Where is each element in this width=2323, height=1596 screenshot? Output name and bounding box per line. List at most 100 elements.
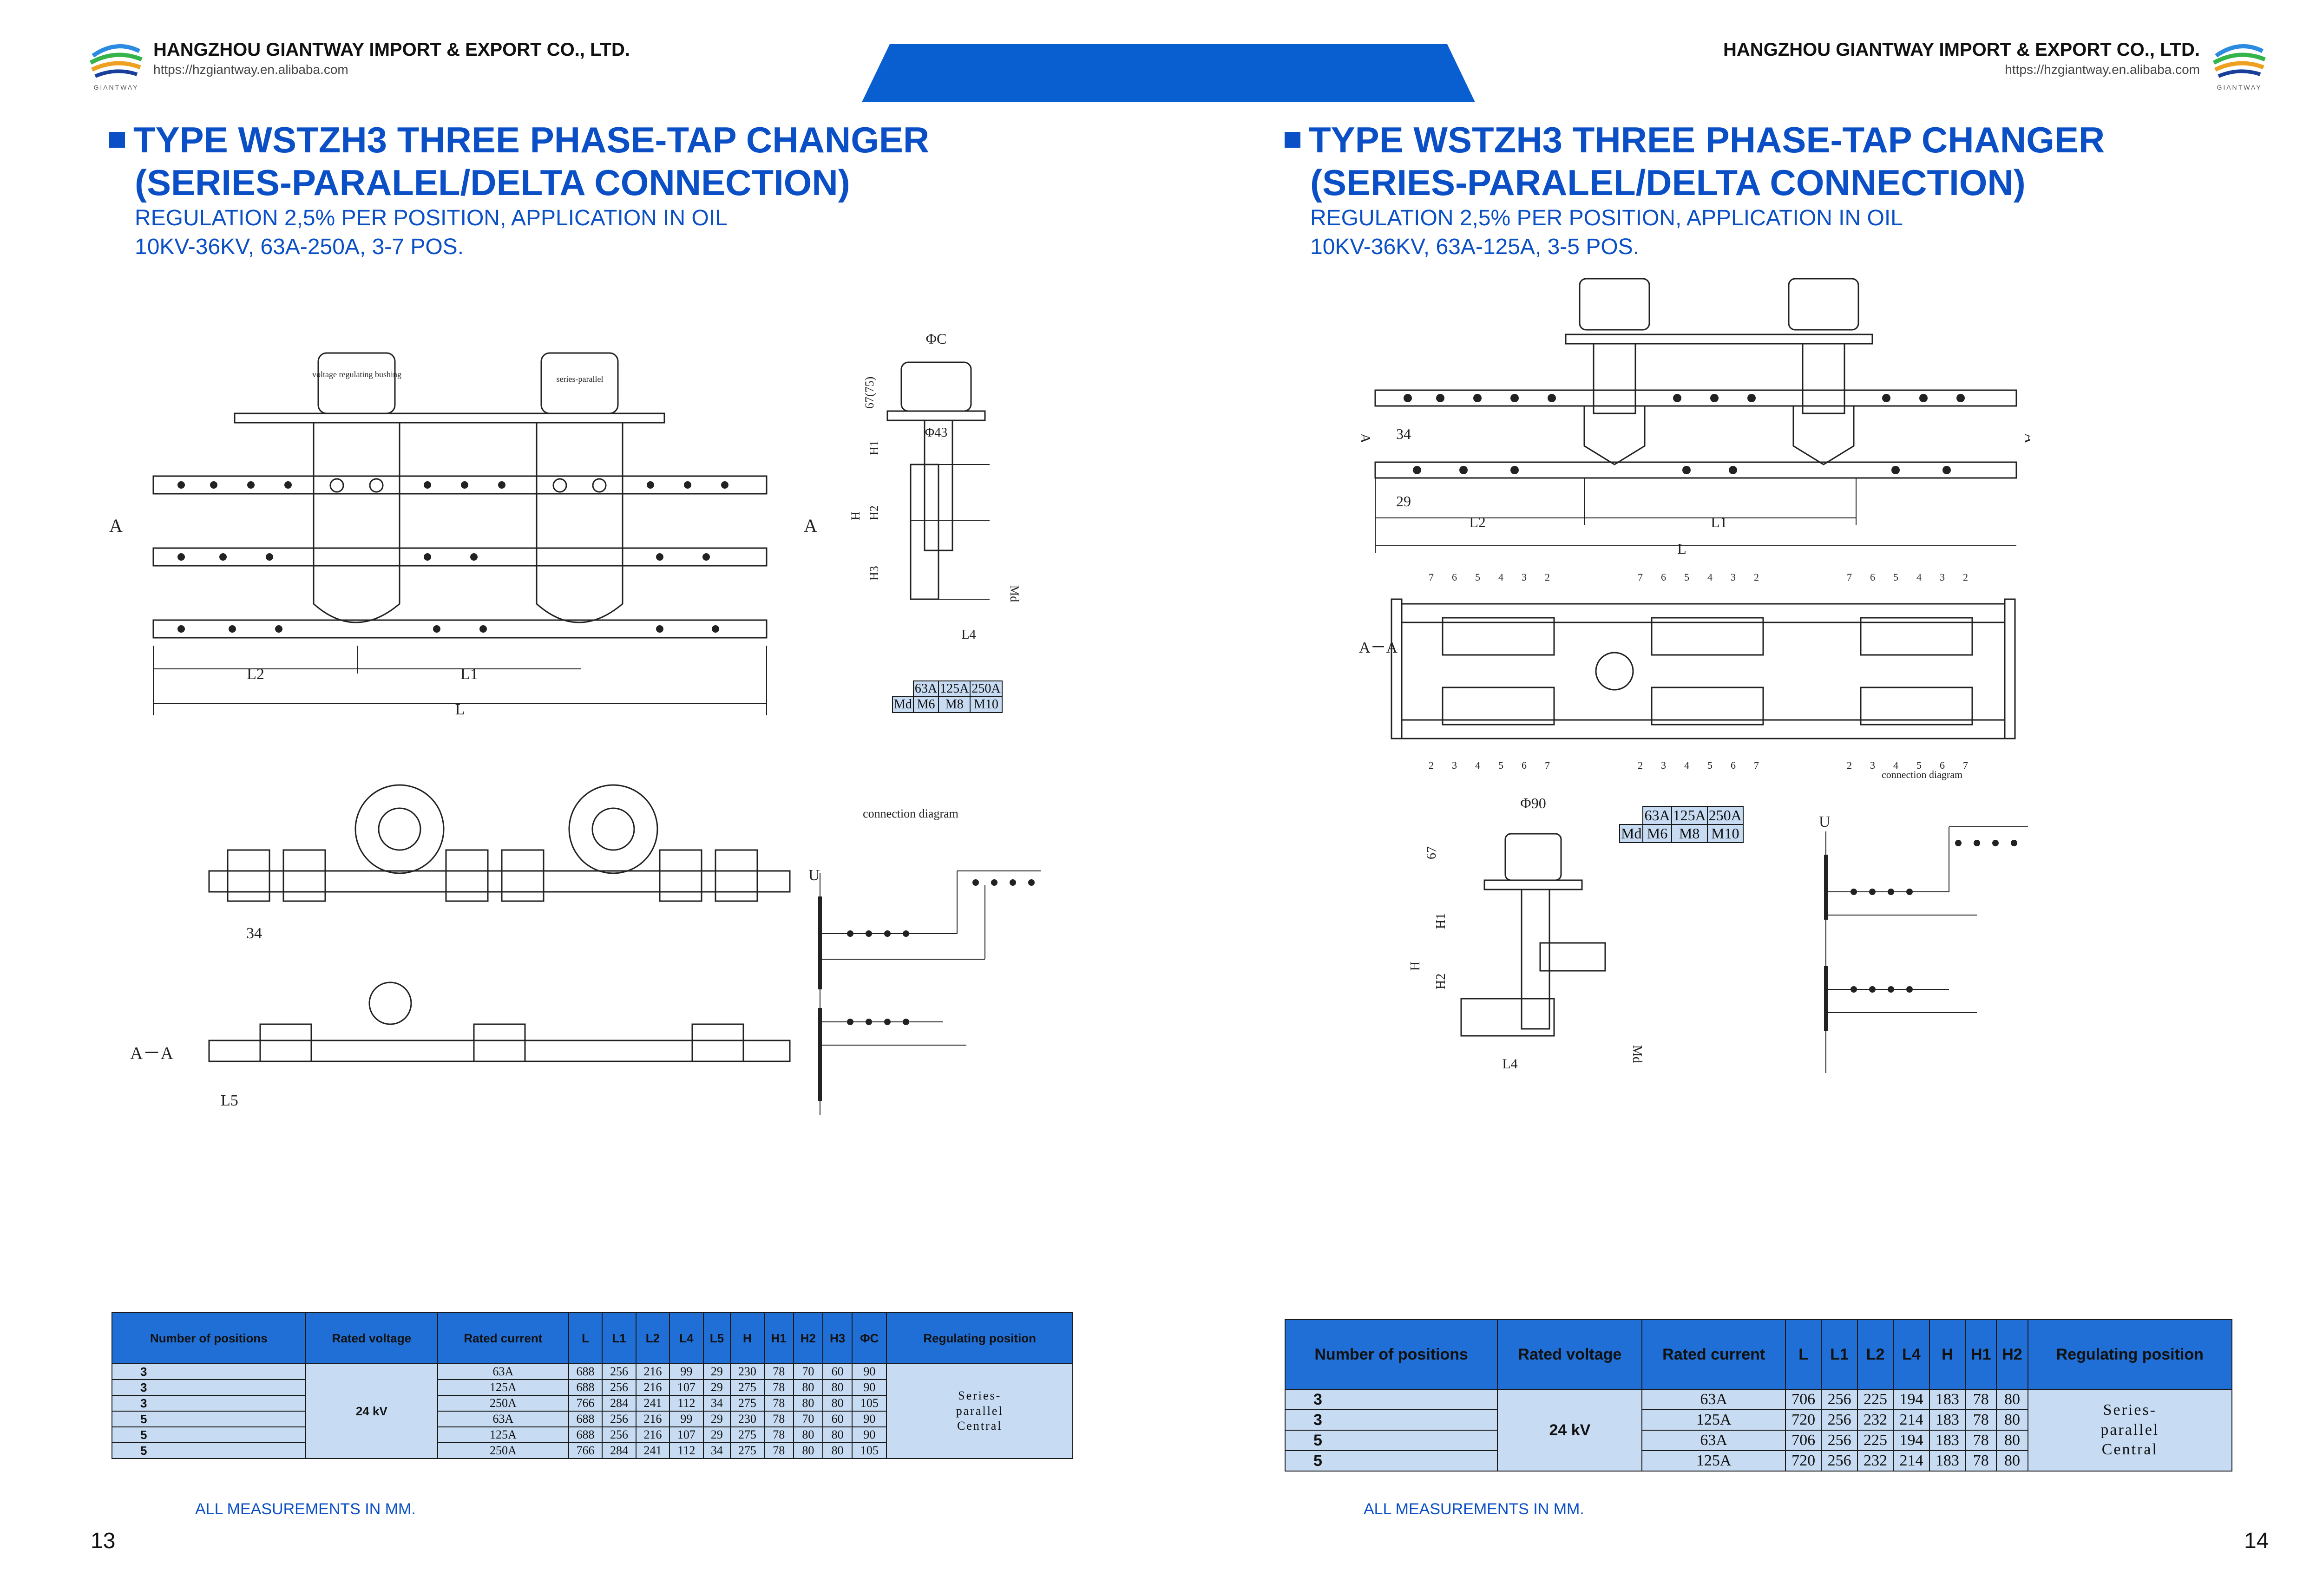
svg-text:3: 3	[1870, 759, 1875, 771]
title-line-2: (SERIES-PARALEL/DELTA CONNECTION)	[1310, 162, 2026, 203]
svg-text:4: 4	[1475, 759, 1480, 771]
drive-head-1	[317, 352, 396, 414]
section-rail-top	[1401, 603, 2006, 623]
svg-text:2: 2	[1963, 571, 1968, 583]
dim-l4: L4	[961, 628, 976, 642]
tap-changer-side-drawing: ΦC Φ43 67(75) H1 H H2 H3 Md L4	[841, 325, 1041, 669]
contact-holes	[1404, 394, 1965, 474]
svg-text:7: 7	[1963, 759, 1968, 771]
tap-changer-top-and-section-drawing: 34 A－A L5	[121, 780, 799, 1119]
dim-h1: H1	[1434, 913, 1448, 929]
dim-l2: L2	[247, 666, 264, 683]
company-url[interactable]: https://hzgiantway.en.alibaba.com	[153, 62, 348, 77]
dim-phi-90: Φ90	[1520, 795, 1546, 811]
dim-l: L	[455, 701, 465, 718]
contact-rail-1	[152, 475, 768, 495]
svg-text:4: 4	[1498, 571, 1503, 583]
svg-text:2: 2	[1754, 571, 1759, 583]
section-title: TYPE WSTZH3 THREE PHASE-TAP CHANGER (SER…	[1285, 118, 2105, 262]
svg-text:6: 6	[1522, 759, 1527, 771]
company-logo: GIANTWAY	[84, 37, 149, 93]
dim-l1: L1	[1711, 514, 1727, 530]
dim-phi-43: Φ43	[925, 425, 947, 440]
dim-l5: L5	[221, 1092, 238, 1109]
mount-plate	[234, 412, 665, 424]
terminal-u: U	[1819, 813, 1831, 831]
dim-34: 34	[246, 925, 262, 942]
contact-holes	[177, 481, 728, 633]
connection-diagram-label: connection diagram	[863, 807, 958, 820]
svg-text:3: 3	[1940, 571, 1945, 583]
svg-text:5: 5	[1707, 759, 1713, 771]
top-view-rail	[208, 870, 791, 893]
table-header-row: Number of positions Rated voltage Rated …	[112, 1312, 1073, 1364]
connection-diagram: U	[1810, 808, 2051, 1078]
section-mark-a-right: A	[2021, 433, 2030, 444]
svg-text:2: 2	[1545, 571, 1550, 583]
section-mark-a-left: A	[109, 515, 123, 536]
drive-disc-2	[568, 784, 658, 874]
svg-text:4: 4	[1893, 759, 1898, 771]
contact-rail-2	[152, 547, 768, 567]
dim-h: H	[1408, 962, 1423, 971]
page-number: 14	[2244, 1529, 2269, 1553]
contact-rail-2	[1374, 461, 2017, 479]
section-a-a-label: A－A	[1359, 639, 1398, 656]
svg-text:4: 4	[1707, 571, 1713, 583]
section-mark-a-right: A	[804, 515, 817, 536]
logo-caption: GIANTWAY	[2217, 84, 2262, 91]
table-header-row: Number of positions Rated voltage Rated …	[1284, 1319, 2233, 1390]
dim-29: 29	[1396, 493, 1411, 510]
dimensions-table: Number of positions Rated voltage Rated …	[1284, 1319, 2233, 1472]
svg-text:4: 4	[1916, 571, 1922, 583]
connection-diagram-caption: connection diagram	[1882, 769, 1962, 780]
dim-67: 67	[1424, 846, 1439, 859]
page-13: GIANTWAY HANGZHOU GIANTWAY IMPORT & EXPO…	[84, 37, 1073, 1553]
contact-rail-3	[152, 619, 768, 639]
company-url[interactable]: https://hzgiantway.en.alibaba.com	[2005, 62, 2200, 77]
svg-text:3: 3	[1731, 571, 1736, 583]
shaft-housing-2	[536, 423, 623, 623]
giantway-logo-icon	[2212, 44, 2266, 78]
tap-changer-front-drawing: voltage regulating bushing series-parall…	[102, 344, 846, 725]
connection-diagram: connection diagram U	[799, 804, 1059, 1119]
svg-text:6: 6	[1731, 759, 1736, 771]
dim-34: 34	[1396, 425, 1411, 442]
svg-text:2: 2	[1429, 759, 1434, 771]
page-header: HANGZHOU GIANTWAY IMPORT & EXPORT CO., L…	[153, 39, 630, 100]
svg-text:7: 7	[1754, 759, 1759, 771]
subtitle-1: REGULATION 2,5% PER POSITION, APPLICATIO…	[135, 206, 728, 230]
shaft-housing-1	[313, 423, 400, 623]
page-number: 13	[91, 1529, 116, 1553]
dim-h2: H2	[867, 505, 881, 520]
svg-text:7: 7	[1429, 571, 1434, 583]
subtitle-2: 10KV-36KV, 63A-250A, 3-7 POS.	[135, 235, 464, 259]
dim-67-75: 67(75)	[863, 377, 876, 409]
svg-text:5: 5	[1684, 571, 1689, 583]
drive-head-2	[1788, 278, 1859, 331]
svg-text:3: 3	[1452, 759, 1457, 771]
dim-h2: H2	[1434, 974, 1448, 989]
title-line-2: (SERIES-PARALEL/DELTA CONNECTION)	[135, 162, 850, 203]
svg-text:3: 3	[1661, 759, 1666, 771]
dim-md: Md	[1008, 585, 1021, 602]
measurement-note: ALL MEASUREMENTS IN MM.	[1364, 1500, 1584, 1518]
dim-l2: L2	[1469, 514, 1486, 530]
side-drive-head	[900, 361, 972, 412]
svg-text:6: 6	[1940, 759, 1945, 771]
subtitle-2: 10KV-36KV, 63A-125A, 3-5 POS.	[1310, 235, 1640, 259]
svg-text:3: 3	[1522, 571, 1527, 583]
terminal-dots	[847, 879, 1035, 1025]
drive-head-1	[1579, 278, 1650, 331]
subtitle-1: REGULATION 2,5% PER POSITION, APPLICATIO…	[1310, 206, 1903, 230]
label-series-parallel: series-parallel	[557, 374, 604, 384]
